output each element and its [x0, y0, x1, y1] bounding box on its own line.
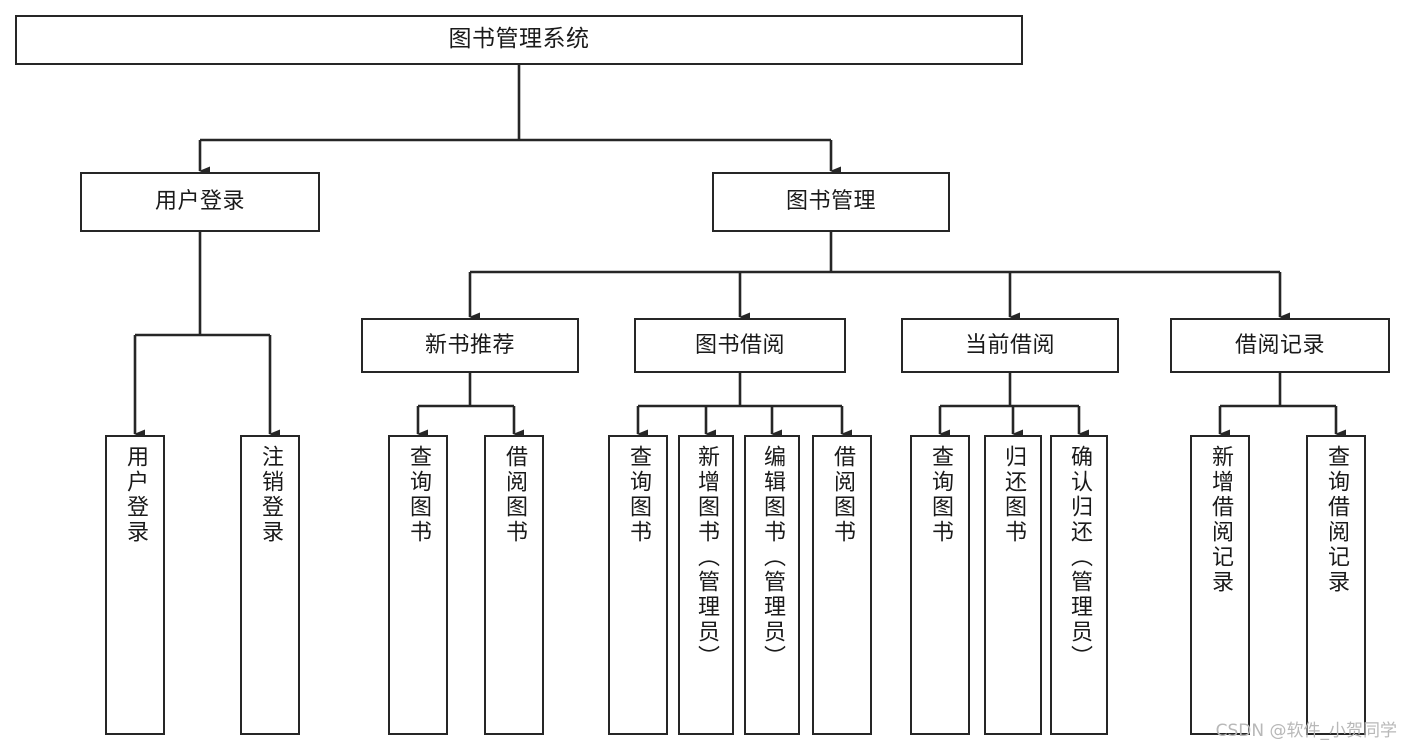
- node-label: 查询图书: [406, 445, 431, 545]
- node-label: 图书借阅: [694, 332, 785, 358]
- node-label: 借阅图书: [830, 445, 855, 545]
- node-label: 用户登录: [154, 189, 245, 215]
- leaf-borrow-edit-book-admin[interactable]: 编辑图书（管理员）: [744, 435, 800, 735]
- node-label: 归还图书: [1001, 445, 1026, 545]
- node-label: 新增图书（管理员）: [694, 445, 719, 670]
- leaf-borrow-borrow-book[interactable]: 借阅图书: [812, 435, 872, 735]
- node-label: 注销登录: [258, 445, 283, 545]
- leaf-borrow-query-book[interactable]: 查询图书: [608, 435, 668, 735]
- node-label: 查询图书: [626, 445, 651, 545]
- node-label: 编辑图书（管理员）: [760, 445, 785, 670]
- node-label: 用户登录: [123, 445, 148, 545]
- leaf-record-add-borrow-record[interactable]: 新增借阅记录: [1190, 435, 1250, 735]
- node-borrow-record[interactable]: 借阅记录: [1170, 318, 1390, 373]
- node-label: 当前借阅: [964, 332, 1055, 358]
- leaf-user-logout[interactable]: 注销登录: [240, 435, 300, 735]
- node-current-borrow[interactable]: 当前借阅: [901, 318, 1119, 373]
- node-label: 新书推荐: [424, 332, 515, 358]
- node-label: 新增借阅记录: [1208, 445, 1233, 595]
- node-user-login[interactable]: 用户登录: [80, 172, 320, 232]
- leaf-current-query-book[interactable]: 查询图书: [910, 435, 970, 735]
- node-label: 借阅记录: [1234, 332, 1325, 358]
- leaf-borrow-add-book-admin[interactable]: 新增图书（管理员）: [678, 435, 734, 735]
- node-book-manage[interactable]: 图书管理: [712, 172, 950, 232]
- node-new-book-recommend[interactable]: 新书推荐: [361, 318, 579, 373]
- leaf-recommend-borrow-book[interactable]: 借阅图书: [484, 435, 544, 735]
- node-label: 查询图书: [928, 445, 953, 545]
- leaf-current-confirm-return-admin[interactable]: 确认归还（管理员）: [1050, 435, 1108, 735]
- node-label: 借阅图书: [502, 445, 527, 545]
- leaf-recommend-query-book[interactable]: 查询图书: [388, 435, 448, 735]
- leaf-current-return-book[interactable]: 归还图书: [984, 435, 1042, 735]
- node-book-borrow[interactable]: 图书借阅: [634, 318, 846, 373]
- leaf-record-query-borrow-record[interactable]: 查询借阅记录: [1306, 435, 1366, 735]
- node-label: 图书管理系统: [448, 26, 590, 53]
- node-root-system[interactable]: 图书管理系统: [15, 15, 1023, 65]
- leaf-user-login[interactable]: 用户登录: [105, 435, 165, 735]
- node-label: 查询借阅记录: [1324, 445, 1349, 595]
- csdn-watermark: CSDN @软件_小贺同学: [1215, 721, 1397, 741]
- node-label: 图书管理: [785, 189, 876, 215]
- node-label: 确认归还（管理员）: [1067, 445, 1092, 670]
